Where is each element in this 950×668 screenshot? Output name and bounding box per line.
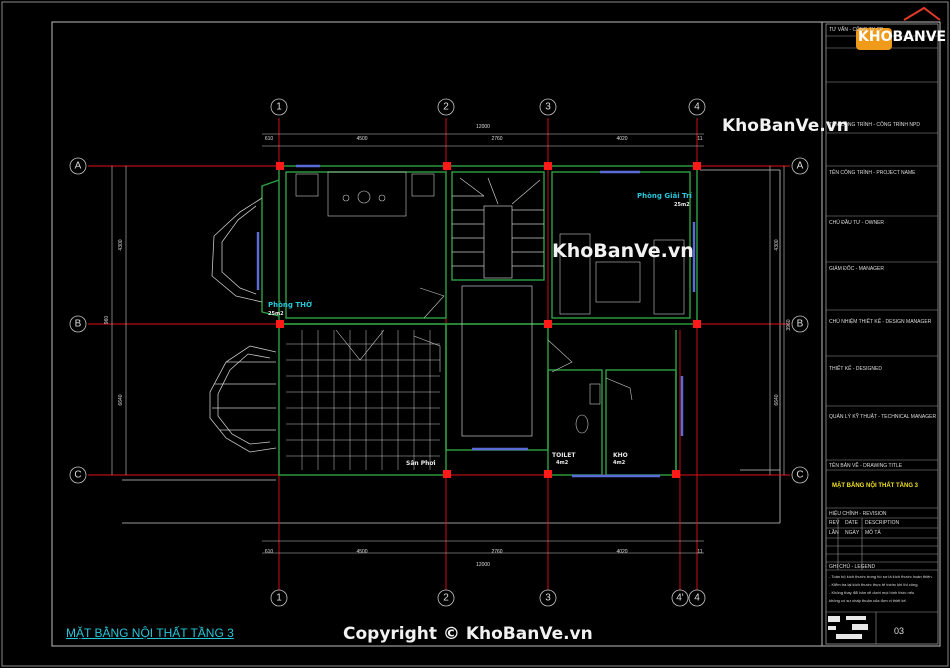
watermark-center: KhoBanVe.vn — [552, 240, 694, 262]
axis-top-1: 1 — [276, 102, 282, 113]
dim-top-4: 11 — [697, 136, 702, 142]
axis-right-a: A — [797, 161, 804, 172]
axis-top-2: 2 — [443, 102, 449, 113]
dim-bottom-0: 610 — [265, 549, 274, 555]
tb-note-0: - Toàn bộ kích thước trong hồ sơ là kích… — [829, 574, 933, 579]
dim-bottom-2: 2760 — [491, 549, 502, 555]
dim-left-1: 6640 — [118, 394, 124, 405]
dim-left-0: 4300 — [118, 239, 124, 250]
tb-row-tech-manager: QUẢN LÝ KỸ THUẬT - TECHNICAL MANAGER — [829, 414, 937, 420]
axis-bubbles — [69, 98, 809, 607]
axis-top-3: 3 — [545, 102, 551, 113]
room-label-sanphoi: Sân Phơi — [406, 460, 436, 467]
lot-lines — [122, 169, 781, 524]
watermark-top: KhoBanVe.vn — [722, 116, 849, 136]
tb-row-designed: THIẾT KẾ - DESIGNED — [829, 366, 882, 372]
tb-row-project-name: TÊN CÔNG TRÌNH - PROJECT NAME — [829, 170, 916, 176]
logo-house-icon — [856, 6, 941, 50]
tb-row-drawing-title: TÊN BẢN VẼ - DRAWING TITLE — [829, 463, 903, 469]
dim-right-total: 3960 — [786, 319, 792, 330]
dim-right-0: 4300 — [774, 239, 780, 250]
dim-top-0: 610 — [265, 136, 274, 142]
axis-left-a: A — [75, 161, 82, 172]
dim-top-3: 4020 — [616, 136, 627, 142]
tb-rev-h2: DESCRIPTION — [865, 520, 900, 526]
tb-note-1: - Kiểm tra lại kích thước thực tế trước … — [829, 582, 919, 587]
drawing-caption: MẶT BẰNG NỘI THẤT TẦNG 3 — [66, 626, 234, 640]
axis-labels: 1 2 3 4 1 2 3 4' 4 A B C A B C — [74, 102, 803, 604]
axis-bottom-4p: 4' — [676, 593, 684, 604]
tb-revision-label: HIỆU CHỈNH - REVISION — [829, 511, 887, 517]
title-block-frame — [825, 23, 939, 645]
dim-bottom-4: 11 — [697, 549, 702, 555]
logo-text: KHOBANVE — [858, 29, 947, 45]
tb-drawing-title-value: MẶT BẰNG NỘI THẤT TẦNG 3 — [832, 483, 918, 489]
walls — [261, 165, 698, 476]
dim-left-total: 960 — [104, 316, 110, 325]
terrace-tiles — [286, 330, 440, 470]
room-label-giaitri: Phòng Giải Trí — [637, 192, 692, 200]
room-area-tho: 25m2 — [268, 311, 284, 317]
sheet-inner-border — [51, 21, 941, 647]
room-label-tho: Phòng THỜ — [268, 301, 313, 309]
tb-row-design-manager: CHỦ NHIỆM THIẾT KẾ - DESIGN MANAGER — [829, 319, 932, 325]
room-label-toilet: TOILET — [552, 452, 576, 459]
tb-sheet-number: 03 — [894, 626, 905, 636]
dim-bottom-3: 4020 — [616, 549, 627, 555]
axis-bottom-4: 4 — [694, 593, 700, 604]
dim-bottom-total: 12000 — [476, 562, 490, 568]
tb-row-project: TÊN CÔNG TRÌNH - CÔNG TRÌNH NPD — [829, 122, 920, 128]
room-label-kho: KHO — [613, 452, 628, 459]
copyright-text: Copyright © KhoBanVe.vn — [343, 624, 593, 644]
axis-bottom-1: 1 — [276, 593, 282, 604]
tb-rev-s1: NGÀY — [845, 530, 860, 536]
tb-note-2: - Không thay đổi bản vẽ dưới mọi hình th… — [829, 590, 915, 595]
axis-left-c: C — [74, 470, 81, 481]
tb-row-consultant: TƯ VẤN - CÔNG TY CP — [829, 27, 884, 33]
tb-row-owner: CHỦ ĐẦU TƯ - OWNER — [829, 220, 885, 226]
room-area-toilet: 4m2 — [556, 460, 569, 466]
axis-right-c: C — [796, 470, 803, 481]
dim-bottom-1: 4500 — [356, 549, 367, 555]
bay-window-shapes — [209, 197, 277, 453]
staircase — [452, 177, 544, 437]
dimension-lines — [111, 133, 785, 554]
axis-left-b: B — [75, 319, 82, 330]
tb-rev-h1: DATE — [845, 520, 858, 526]
room-area-giaitri: 25m2 — [674, 202, 690, 208]
dim-top-1: 4500 — [356, 136, 367, 142]
axis-right-b: B — [797, 319, 804, 330]
tb-row-manager: GIÁM ĐỐC - MANAGER — [829, 266, 885, 272]
tb-rev-s0: LẦN — [829, 530, 839, 536]
axis-bottom-2: 2 — [443, 593, 449, 604]
grid-axes — [88, 118, 790, 590]
axis-bottom-3: 3 — [545, 593, 551, 604]
dim-top-total: 12000 — [476, 124, 490, 130]
dim-right-1: 6640 — [774, 394, 780, 405]
tb-note-3: không có sự chấp thuận của đơn vị thiết … — [829, 598, 907, 603]
dimension-texts: 610 4500 2760 4020 11 12000 610 4500 276… — [104, 124, 792, 568]
tb-notes-label: GHI CHÚ - LEGEND — [829, 564, 876, 570]
tb-rev-h0: REV — [829, 520, 840, 526]
axis-top-4: 4 — [694, 102, 700, 113]
title-block-logo-marks — [828, 616, 868, 639]
dim-top-2: 2760 — [491, 136, 502, 142]
windows — [256, 164, 696, 478]
furniture — [295, 171, 685, 434]
tb-rev-s2: MÔ TẢ — [865, 530, 881, 536]
columns — [276, 162, 701, 478]
room-area-kho: 4m2 — [613, 460, 626, 466]
